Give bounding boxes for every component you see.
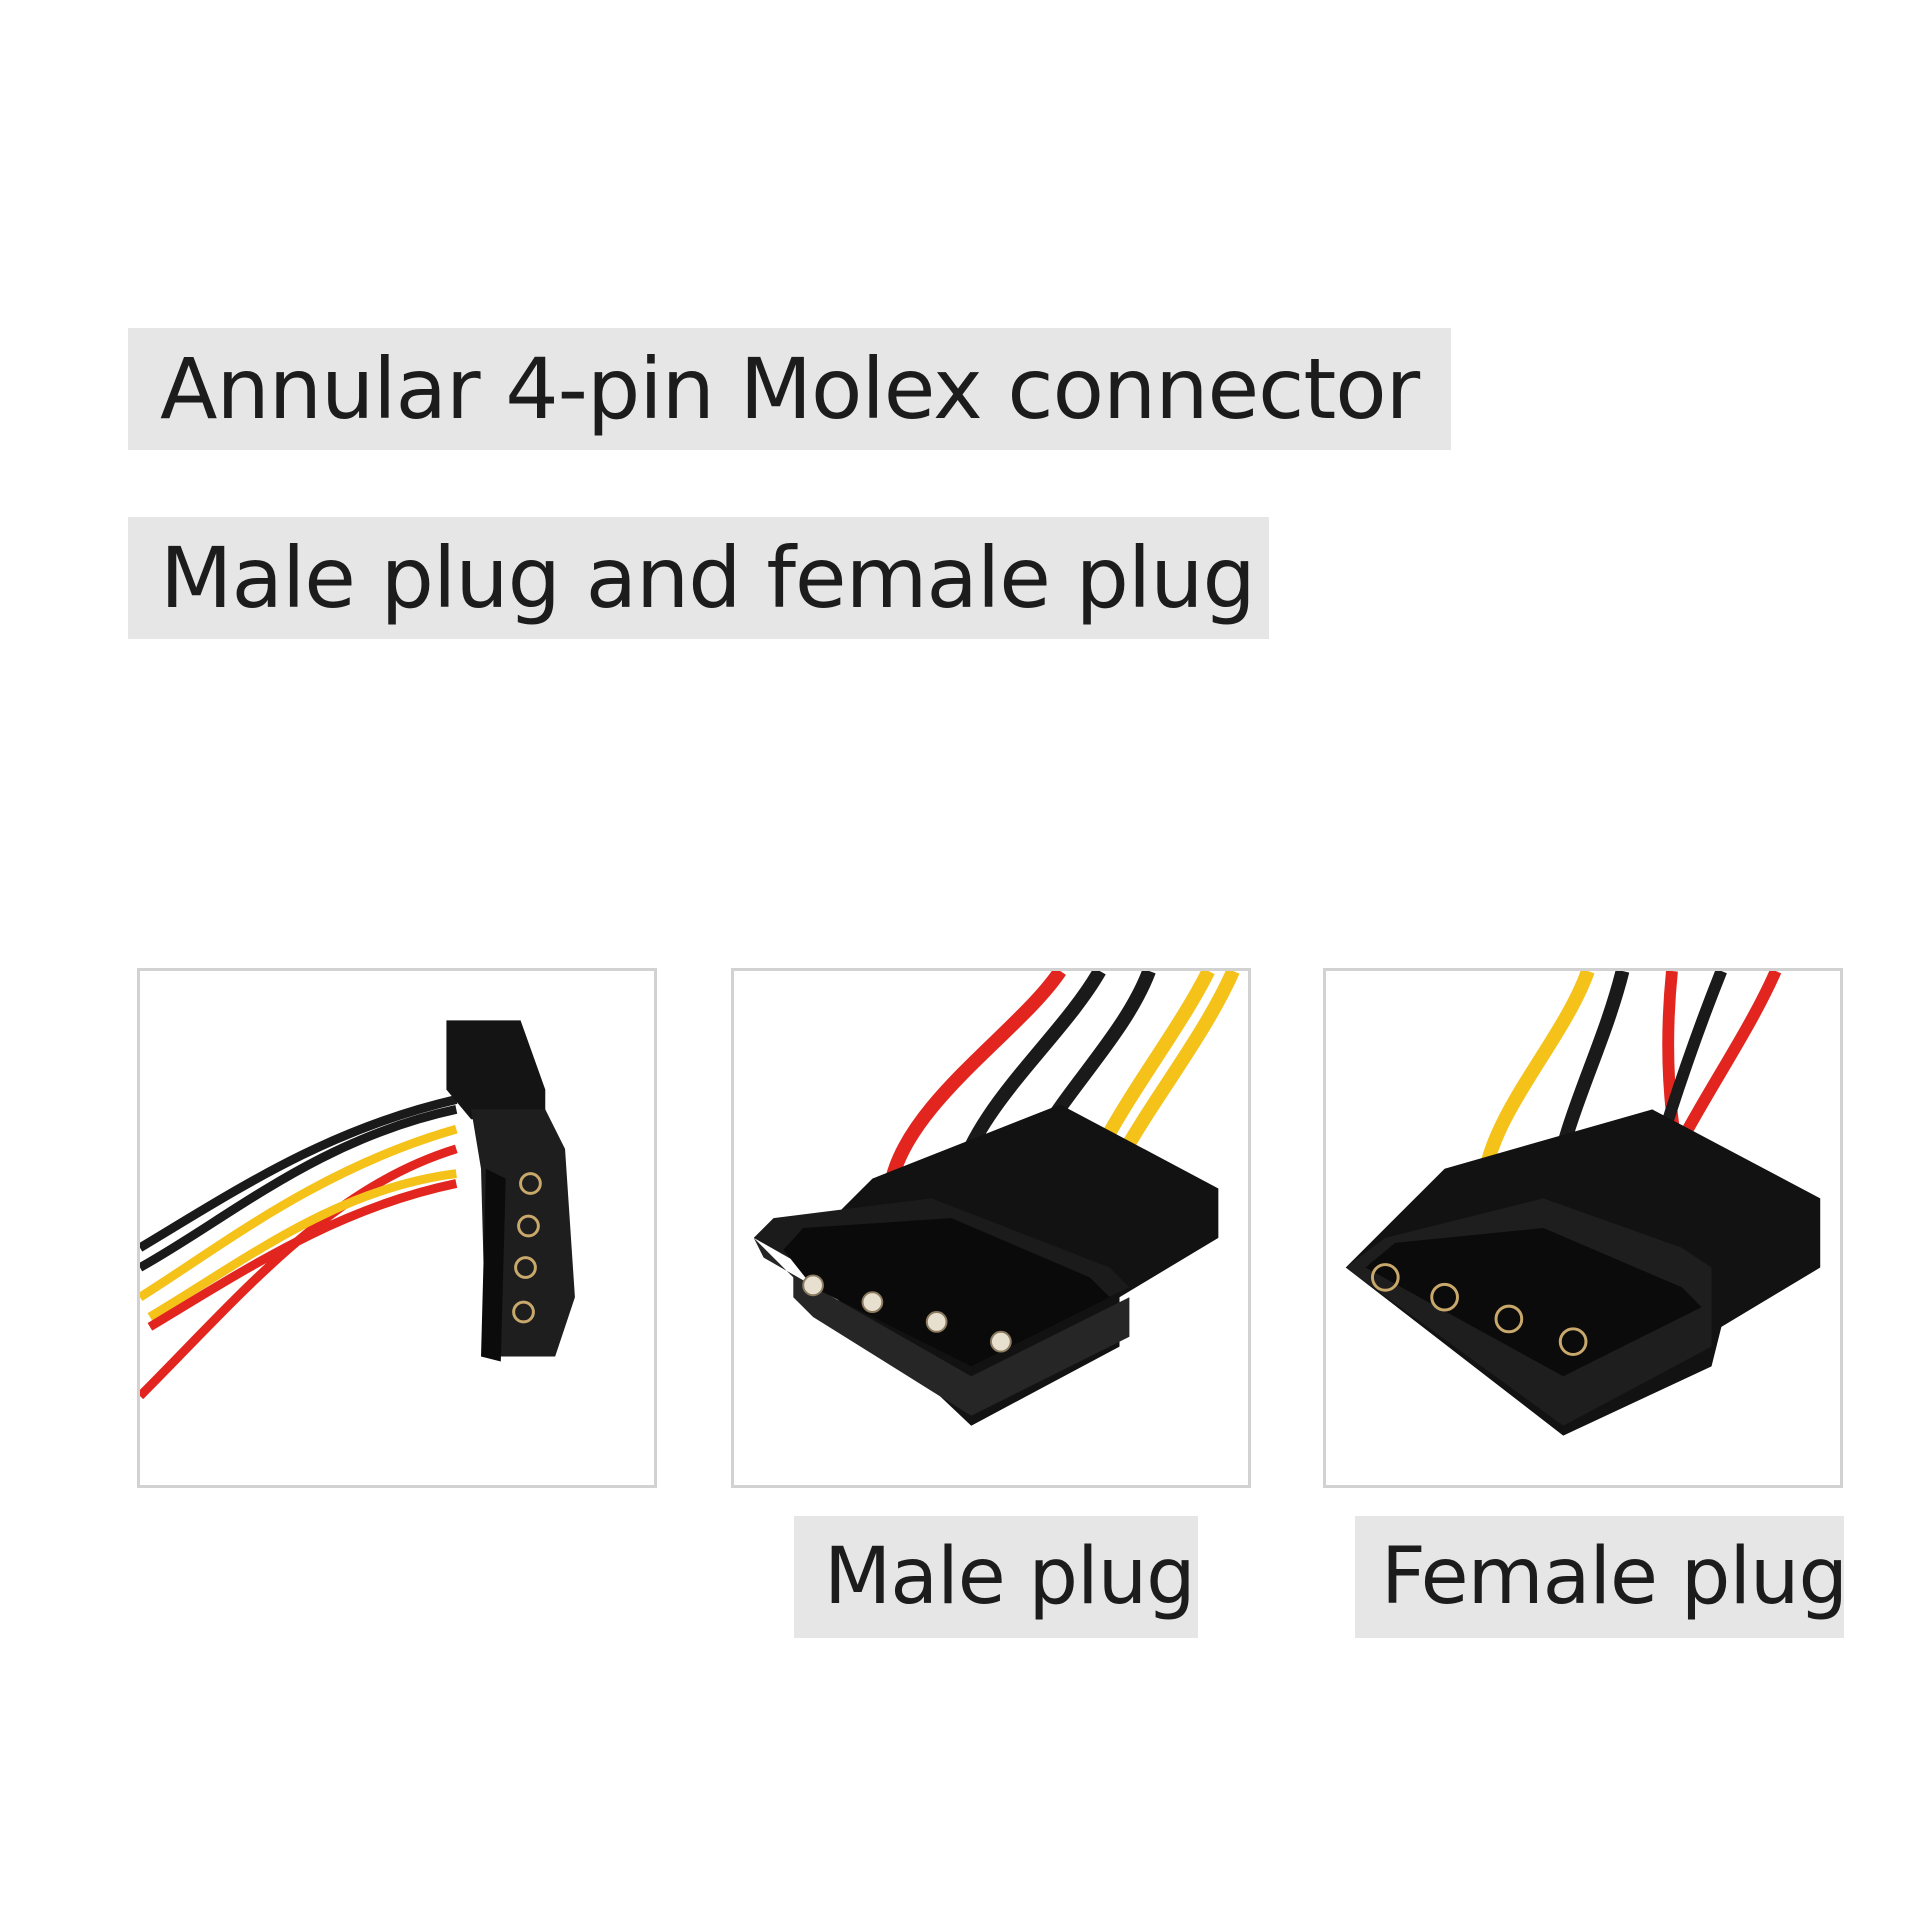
male-plug-photo [731, 968, 1251, 1488]
title-text: Annular 4-pin Molex connector [160, 340, 1420, 438]
male-plug-illustration [753, 971, 1240, 1426]
female-plug-caption: Female plug [1355, 1516, 1848, 1638]
female-plug-photo [1323, 968, 1843, 1488]
male-plug-caption-text: Male plug [824, 1532, 1196, 1622]
side-view-connector-illustration [140, 1020, 575, 1400]
female-plug-caption-text: Female plug [1381, 1532, 1848, 1622]
subtitle-banner: Male plug and female plug [128, 517, 1269, 639]
female-plug-illustration [1345, 971, 1821, 1436]
subtitle-text: Male plug and female plug [160, 529, 1256, 627]
male-plug-caption: Male plug [794, 1516, 1198, 1638]
side-view-connector-photo [137, 968, 657, 1488]
title-banner: Annular 4-pin Molex connector [128, 328, 1451, 450]
